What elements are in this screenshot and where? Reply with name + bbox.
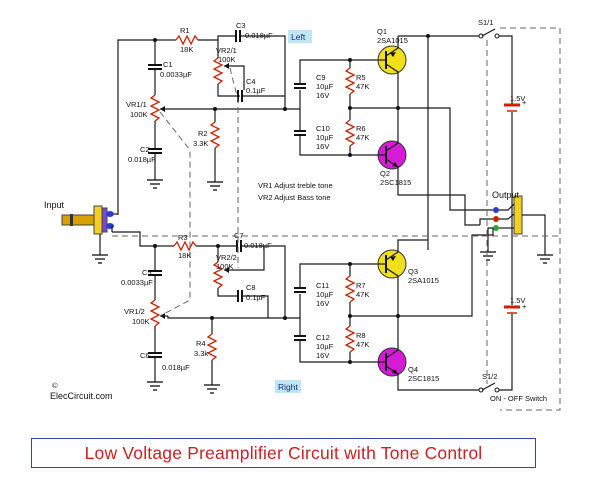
voltage-c11: 16V [316,299,329,308]
svg-text:+: + [522,98,527,107]
label-q3: Q3 [408,267,418,276]
value-vr2-1: 100K [218,55,236,64]
part-q1: 2SA1015 [377,36,408,45]
label-c3: C3 [236,21,246,30]
input-jack [61,205,114,235]
value-r1: 18K [180,45,193,54]
resistor-r7 [344,275,356,303]
label-c7: C7 [234,231,244,240]
label-r4: R4 [196,339,206,348]
value-vr1-2: 100K [132,317,150,326]
label-bat-bottom: 1.5V [510,296,525,305]
label-vr2-1: VR2/1 [216,46,237,55]
voltage-c12: 16V [316,351,329,360]
note-vr1: VR1 Adjust treble tone [258,181,333,190]
value-c12: 10µF [316,342,334,351]
value-r4: 3.3k [194,349,208,358]
resistor-r3 [173,240,197,252]
value-c8: 0.1µF [246,293,266,302]
value-vr1-1: 100K [130,110,148,119]
label-r3: R3 [178,233,188,242]
output-label: Output [492,190,520,200]
label-q2: Q2 [380,169,390,178]
value-c5: 0.0033µF [121,278,153,287]
svg-text:+: + [522,302,527,311]
label-s1-2: S1/2 [482,372,497,381]
label-c12: C12 [316,333,330,342]
resistor-r2 [209,121,221,149]
value-c1: 0.0033µF [160,70,192,79]
label-c9: C9 [316,73,326,82]
resistor-r1 [175,34,199,46]
label-c11: C11 [316,281,329,290]
title-box: Low Voltage Preamplifier Circuit with To… [31,438,536,468]
resistor-r6 [344,119,356,147]
label-s1-1: S1/1 [478,18,493,27]
label-c5: C5 [142,268,152,277]
label-c8: C8 [246,283,256,292]
value-r5: 47K [356,82,369,91]
pot-vr2-2 [212,261,224,289]
part-q4: 2SC1815 [408,374,439,383]
value-c2: 0.018µF [128,155,156,164]
switch-label: ON - OFF Switch [490,394,547,403]
value-c6: 0.018µF [162,363,190,372]
part-q2: 2SC1815 [380,178,411,187]
label-r8: R8 [356,331,366,340]
copyright-mark: © [52,381,58,390]
tag-left: Left [291,32,306,42]
part-q3: 2SA1015 [408,276,439,285]
label-c2: C2 [140,145,150,154]
note-vr2: VR2 Adjust Bass tone [258,193,331,202]
value-r6: 47K [356,133,369,142]
resistor-r4 [206,333,218,361]
pot-vr2-1 [212,57,224,85]
tag-right: Right [278,382,298,392]
label-c10: C10 [316,124,330,133]
output-jack [513,195,523,235]
value-c3: 0.018µF [245,31,273,40]
label-r6: R6 [356,124,366,133]
resistor-r5 [344,67,356,95]
label-q1: Q1 [377,27,387,36]
resistor-r8 [344,325,356,353]
value-r8: 47K [356,340,369,349]
input-label: Input [44,200,65,210]
label-vr2-2: VR2/2 [216,253,237,262]
label-vr1-2: VR1/2 [124,307,145,316]
value-c4: 0.1µF [246,86,266,95]
site-name: ElecCircuit.com [50,391,113,401]
label-c6: C6 [140,351,150,360]
label-r7: R7 [356,281,366,290]
pot-vr1-1 [149,94,161,122]
value-r7: 47K [356,290,369,299]
value-r2: 3.3K [193,139,208,148]
label-c4: C4 [246,77,256,86]
value-c9: 10µF [316,82,334,91]
label-r1: R1 [180,26,190,35]
value-c11: 10µF [316,290,334,299]
value-r3: 18K [178,251,191,260]
label-r2: R2 [198,129,208,138]
voltage-c9: 16V [316,91,329,100]
label-q4: Q4 [408,365,418,374]
voltage-c10: 16V [316,142,329,151]
pot-vr1-2 [149,299,161,327]
label-bat-top: 1.5V [510,94,525,103]
label-c1: C1 [163,60,173,69]
value-c10: 10µF [316,133,334,142]
value-vr2-2: 100K [216,262,234,271]
page-title: Low Voltage Preamplifier Circuit with To… [84,442,483,463]
label-r5: R5 [356,73,366,82]
label-vr1-1: VR1/1 [126,100,147,109]
value-c7: 0.018µF [244,241,272,250]
